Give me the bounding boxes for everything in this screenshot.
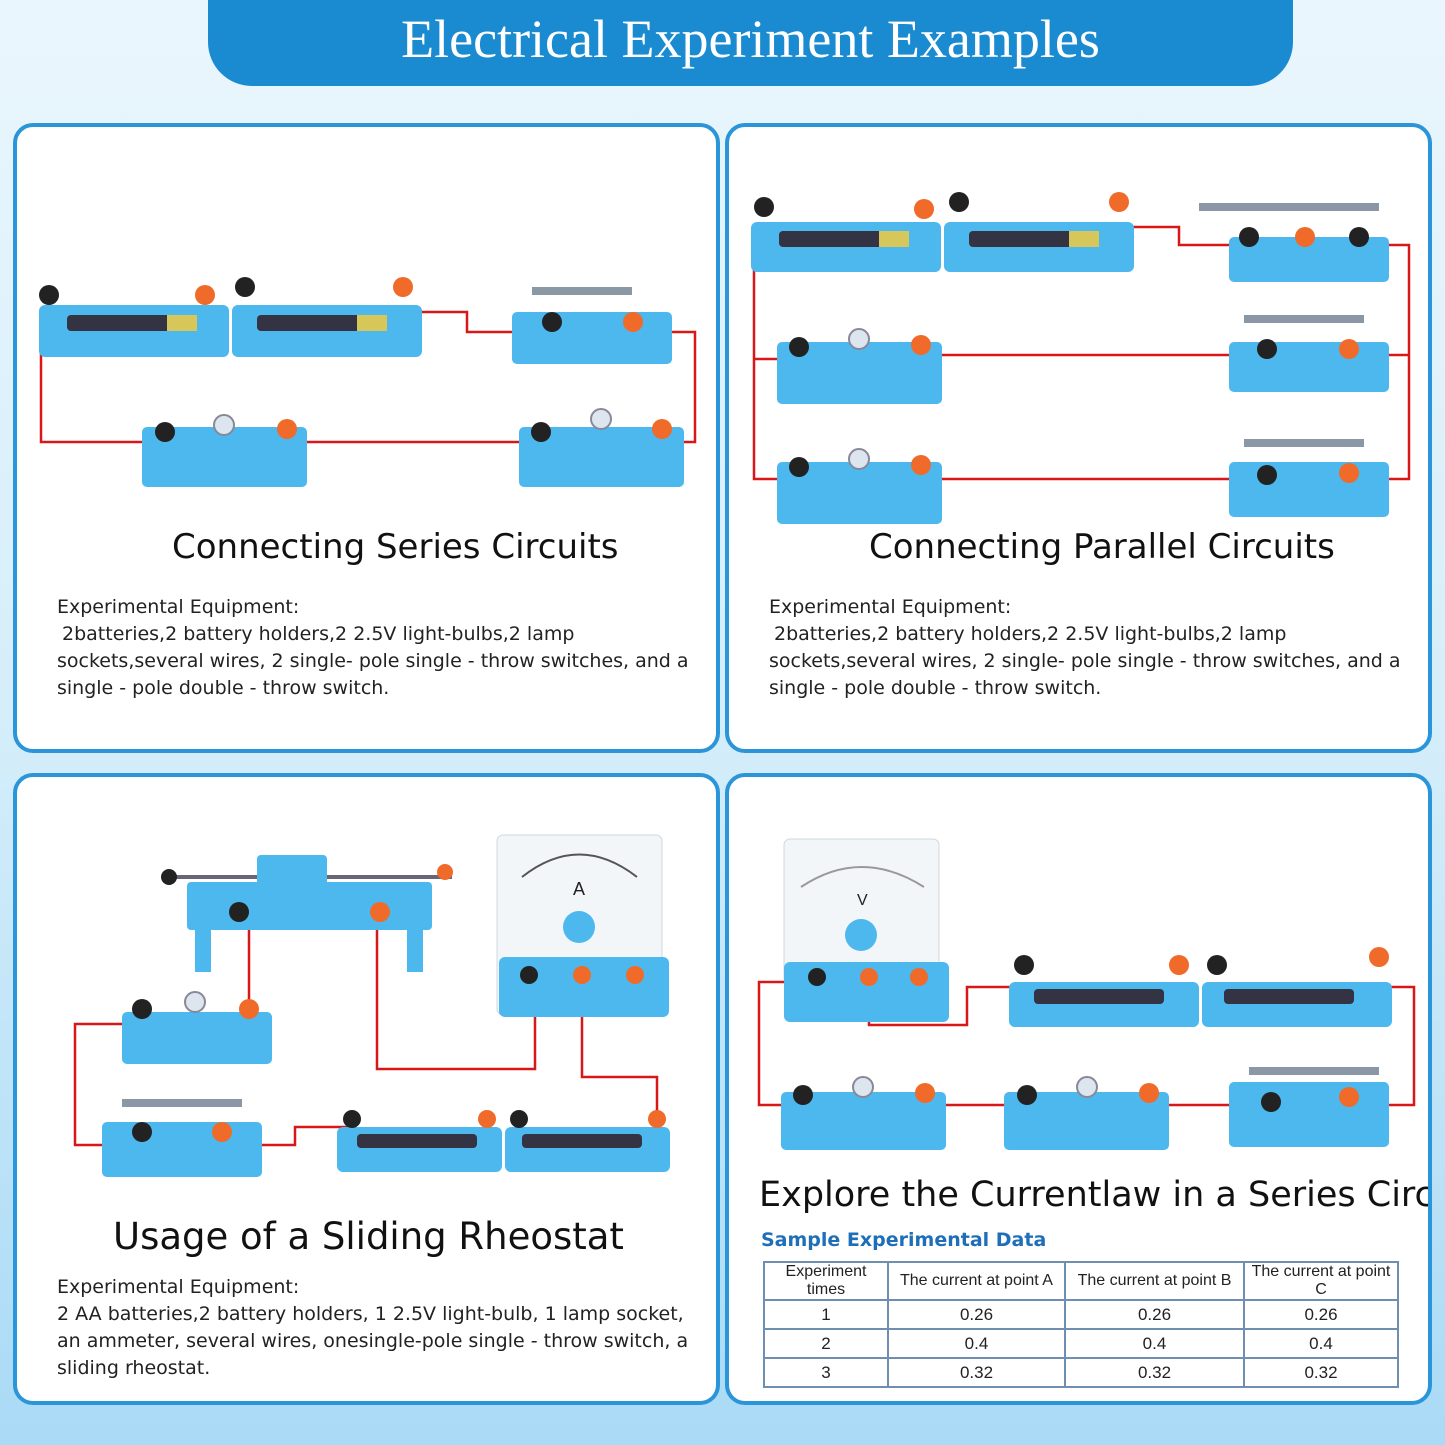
- table-cell: 0.4: [887, 1328, 1066, 1359]
- parallel-circuit-illustration: [751, 192, 1411, 524]
- series-circuit-illustration: [39, 277, 697, 487]
- table-header: The current at point B: [1064, 1261, 1245, 1301]
- lamp-socket: [1004, 1076, 1169, 1150]
- table-cell: 0.32: [1243, 1357, 1399, 1388]
- sliding-rheostat: [161, 855, 453, 972]
- table-cell: 0.26: [1064, 1299, 1245, 1330]
- panel-title: Connecting Parallel Circuits: [869, 527, 1335, 567]
- panel-parallel-circuits: Connecting Parallel Circuits Experimenta…: [725, 123, 1432, 753]
- sample-data-table: Experiment times The current at point A …: [763, 1261, 1399, 1388]
- table-cell: 0.26: [887, 1299, 1066, 1330]
- equipment-label: Experimental Equipment:: [769, 596, 1012, 618]
- lamp-socket: [519, 408, 684, 487]
- equipment-label: Experimental Equipment:: [57, 1276, 300, 1298]
- table-cell: 0.4: [1243, 1328, 1399, 1359]
- table-row: 1 0.26 0.26 0.26: [763, 1299, 1399, 1330]
- battery-holder: [505, 1110, 670, 1172]
- table-cell: 0.4: [1064, 1328, 1245, 1359]
- panel-title: Usage of a Sliding Rheostat: [113, 1215, 624, 1258]
- equipment-description: Experimental Equipment: 2 AA batteries,2…: [57, 1274, 697, 1382]
- table-row: 3 0.32 0.32 0.32: [763, 1357, 1399, 1388]
- panel-current-law: V Explore the Currentlaw in: [725, 773, 1432, 1405]
- battery-holder: [944, 192, 1134, 272]
- battery-holder: [232, 277, 422, 357]
- equipment-text: 2 AA batteries,2 battery holders, 1 2.5V…: [57, 1303, 689, 1379]
- battery-holder: [1202, 947, 1392, 1027]
- lamp-socket: [142, 414, 307, 487]
- rheostat-circuit-illustration: A: [73, 834, 670, 1177]
- table-header: Experiment times: [763, 1261, 889, 1301]
- current-law-circuit-illustration: V: [757, 838, 1416, 1150]
- table-cell: 0.32: [887, 1357, 1066, 1388]
- table-header-row: Experiment times The current at point A …: [763, 1261, 1399, 1301]
- equipment-text: 2batteries,2 battery holders,2 2.5V ligh…: [769, 623, 1401, 699]
- battery-holder: [751, 197, 941, 272]
- equipment-description: Experimental Equipment: 2batteries,2 bat…: [57, 594, 697, 702]
- lamp-socket: [122, 991, 272, 1064]
- battery-holder: [337, 1110, 502, 1172]
- lamp-socket: [777, 448, 942, 524]
- switch: [1229, 439, 1389, 517]
- lamp-socket: [781, 1076, 946, 1150]
- sample-data-title: Sample Experimental Data: [761, 1229, 1047, 1251]
- table-cell: 2: [763, 1328, 889, 1359]
- ammeter: A: [496, 834, 669, 1017]
- table-cell: 3: [763, 1357, 889, 1388]
- table-cell: 1: [763, 1299, 889, 1330]
- panel-series-circuits: Connecting Series Circuits Experimental …: [13, 123, 720, 753]
- equipment-description: Experimental Equipment: 2batteries,2 bat…: [769, 594, 1409, 702]
- table-header: The current at point A: [887, 1261, 1066, 1301]
- switch: [1229, 315, 1389, 392]
- battery-holder: [1009, 955, 1199, 1027]
- table-header: The current at point C: [1243, 1261, 1399, 1301]
- voltmeter-label: V: [857, 892, 868, 909]
- switch: [1199, 203, 1389, 282]
- voltmeter: V: [783, 838, 949, 1022]
- equipment-text: 2batteries,2 battery holders,2 2.5V ligh…: [57, 623, 689, 699]
- page-banner: Electrical Experiment Examples: [208, 0, 1293, 86]
- panel-title: Connecting Series Circuits: [172, 527, 619, 567]
- ammeter-label: A: [573, 879, 585, 899]
- battery-holder: [39, 285, 229, 357]
- table-cell: 0.26: [1243, 1299, 1399, 1330]
- table-cell: 0.32: [1064, 1357, 1245, 1388]
- equipment-label: Experimental Equipment:: [57, 596, 300, 618]
- table-row: 2 0.4 0.4 0.4: [763, 1328, 1399, 1359]
- panel-sliding-rheostat: A Usage of a Sliding Rheostat Experiment…: [13, 773, 720, 1405]
- lamp-socket: [777, 328, 942, 404]
- switch: [102, 1099, 262, 1177]
- panel-title: Explore the Currentlaw in a Series Circu…: [759, 1175, 1432, 1215]
- switch: [1229, 1067, 1389, 1147]
- switch: [512, 287, 672, 364]
